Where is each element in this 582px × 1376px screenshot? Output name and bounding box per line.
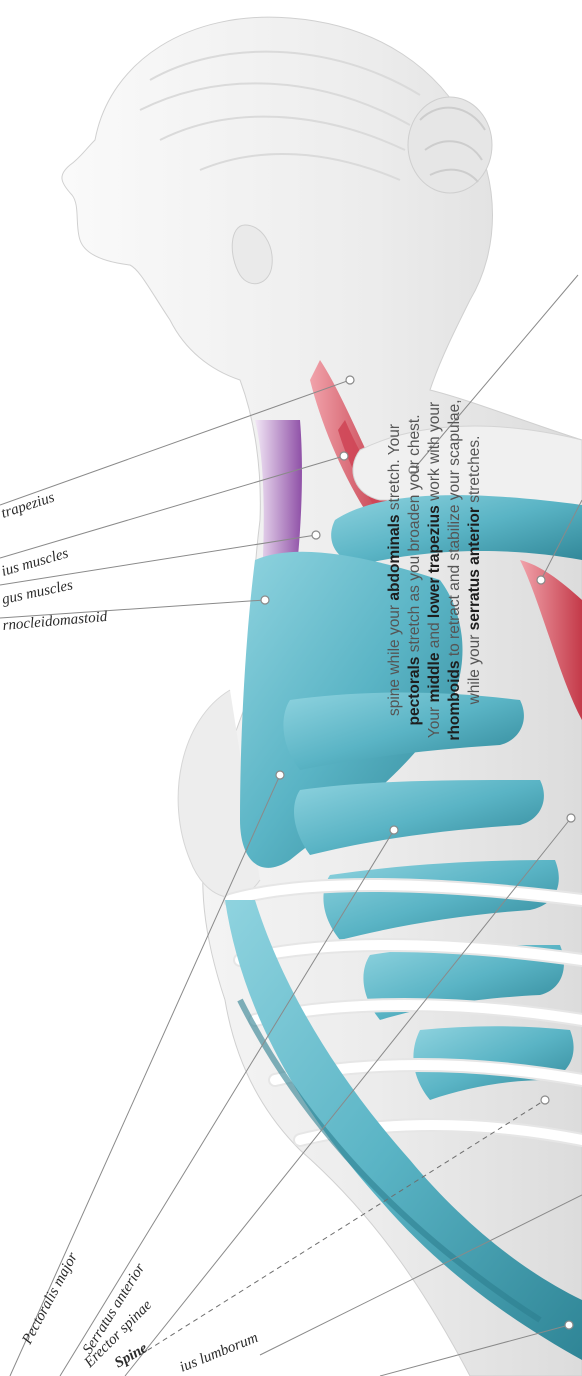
label-sternocleidomastoid: rnocleidomastoid [2,609,108,634]
label-vagus-muscles: gus muscles [1,577,75,608]
caption-line-4: rhomboids to retract and stabilize your … [445,340,465,800]
label-pectoralis-major: Pectoralis major [19,1250,81,1348]
label-quadratus-lumborum: ius lumborum [178,1330,261,1376]
caption-line-2: pectorals stretch as you broaden your ch… [405,340,425,800]
description-caption: spine while your abdominals stretch. You… [385,340,485,800]
caption-line-1: spine while your abdominals stretch. You… [385,340,405,800]
muscle-labels-lower: Pectoralis major Serratus anterior Erect… [19,1250,261,1376]
muscle-labels-upper: trapezius ius muscles gus muscles rnocle… [0,490,108,634]
label-scalene-muscles: ius muscles [0,545,70,579]
caption-line-5: while your serratus anterior stretches. [465,340,485,800]
caption-line-3: Your middle and lower trapezius work wit… [425,340,445,800]
